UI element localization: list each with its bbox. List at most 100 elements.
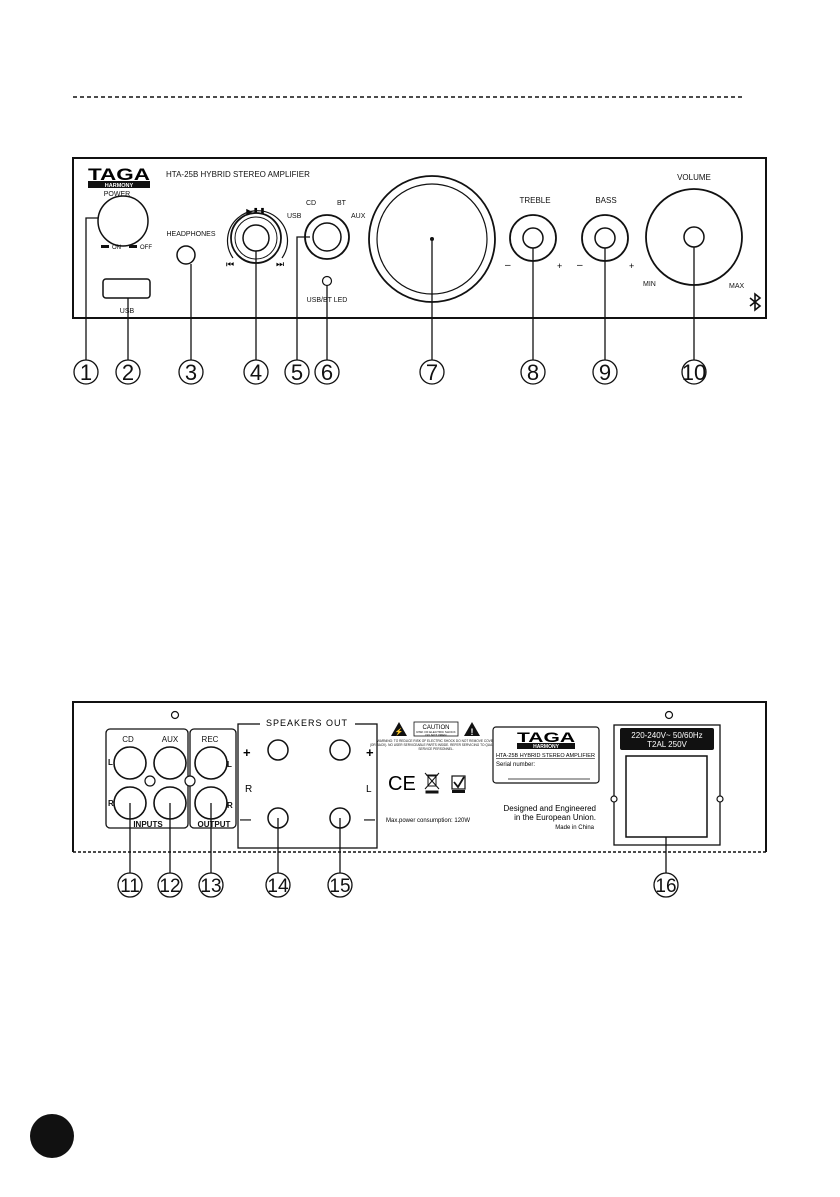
warning-text-1: WARNING: TO REDUCE RISK OF ELECTRIC SHOC… [377, 739, 496, 743]
power-on-label: ON [112, 245, 121, 251]
max-power-text: Max.power consumption: 120W [386, 818, 470, 824]
voltage-label-box [620, 728, 714, 750]
certification-marks: CE [388, 772, 466, 795]
warning-text-3: SERVICE PERSONNEL. [418, 747, 453, 751]
voltage-line-2: T2AL 250V [647, 740, 687, 749]
headphones-jack[interactable] [176, 245, 196, 265]
callout-12: 12 [159, 876, 180, 897]
front-logo: TAGA HARMONY [88, 165, 150, 189]
bass-plus: + [629, 261, 634, 271]
speaker-r-label: R [245, 784, 252, 795]
callout-5: 5 [291, 360, 303, 385]
caution-label: ⚡ ! CAUTION RISK OF ELECTRIC SHOCK DO NO… [370, 721, 503, 751]
callout-2: 2 [122, 360, 134, 385]
output-right-label: R [227, 801, 233, 810]
selector-bt-label: BT [337, 200, 347, 207]
warning-text-2: (OR BACK). NO USER SERVICEABLE PARTS INS… [370, 743, 503, 747]
treble-label: TREBLE [519, 196, 550, 205]
bass-minus: – [577, 260, 583, 271]
serial-label: Serial number: [496, 762, 535, 768]
caution-title: CAUTION [423, 725, 450, 731]
callout-8: 8 [527, 360, 539, 385]
speaker-l-plus: + [366, 745, 374, 760]
aux-label: AUX [162, 735, 179, 744]
ground-terminal[interactable] [144, 775, 156, 787]
front-panel: TAGA HARMONY HTA-25B HYBRID STEREO AMPLI… [72, 157, 767, 319]
callout-6: 6 [321, 360, 333, 385]
checkmark-certification-icon [451, 775, 466, 793]
voltage-line-1: 220-240V~ 50/60Hz [631, 731, 702, 740]
usb-port[interactable] [102, 278, 151, 299]
speaker-r-plus: + [243, 745, 251, 760]
rear-panel: CD AUX L R INPUTS REC L R OUTPUT SPEAKER… [72, 701, 767, 853]
speakers-out-group [237, 723, 378, 849]
rear-screw-right [664, 710, 674, 720]
output-left-label: L [227, 760, 232, 769]
callout-3: 3 [185, 360, 197, 385]
callout-13: 13 [200, 876, 221, 897]
svg-text:⚡: ⚡ [395, 727, 404, 736]
designed-line-2: in the European Union. [514, 813, 596, 822]
callout-15: 15 [329, 876, 350, 897]
inputs-right-label: R [108, 799, 114, 808]
svg-text:!: ! [471, 727, 474, 737]
speaker-l-plus-terminal[interactable] [329, 739, 351, 761]
designed-line-1: Designed and Engineered [503, 804, 596, 813]
cd-label: CD [122, 735, 134, 744]
front-logo-sub: HARMONY [105, 183, 134, 189]
caution-line1: RISK OF ELECTRIC SHOCK [416, 730, 455, 734]
plate-logo-sub: HARMONY [533, 744, 559, 750]
usb-bt-led [321, 275, 333, 287]
previous-icon: ⏮ [226, 259, 234, 269]
bass-label: BASS [595, 196, 616, 205]
rec-left-jack[interactable] [194, 746, 228, 780]
aux-left-jack[interactable] [153, 746, 187, 780]
treble-plus: + [557, 261, 562, 271]
bluetooth-icon [749, 292, 762, 312]
selector-usb-label: USB [287, 213, 302, 220]
power-off-label: OFF [140, 245, 152, 251]
callout-4: 4 [250, 360, 262, 385]
page-marker [30, 1114, 74, 1158]
selector-aux-label: AUX [351, 213, 366, 220]
speaker-l-label: L [366, 784, 372, 795]
callout-10: 10 [682, 360, 706, 385]
caution-line2: DO NOT OPEN [426, 733, 447, 737]
callout-9: 9 [599, 360, 611, 385]
treble-minus: – [505, 260, 511, 271]
volume-label: VOLUME [677, 173, 711, 182]
volume-max-label: MAX [729, 283, 745, 290]
plate-model: HTA-25B HYBRID STEREO AMPLIFIER [496, 753, 595, 759]
cd-left-jack[interactable] [113, 746, 147, 780]
front-model-title: HTA-25B HYBRID STEREO AMPLIFIER [166, 170, 310, 179]
power-inlet[interactable] [625, 755, 708, 838]
callout-16: 16 [655, 876, 676, 897]
rec-label: REC [202, 735, 219, 744]
play-pause-icon: ▶❚❚ [246, 207, 266, 216]
output-label: OUTPUT [198, 820, 231, 829]
plate-logo-brand: TAGA [517, 729, 575, 745]
front-callouts: 1 2 3 4 5 6 7 8 9 10 [73, 359, 707, 385]
front-logo-brand: TAGA [88, 165, 150, 184]
power-button[interactable] [97, 195, 149, 247]
serial-plate [492, 726, 600, 784]
speaker-r-minus: — [240, 814, 251, 826]
inputs-left-label: L [108, 758, 113, 767]
next-icon: ⏭ [276, 259, 284, 269]
weee-bin-icon [424, 772, 440, 794]
power-label: POWER [104, 191, 130, 198]
speaker-l-minus: — [364, 814, 375, 826]
front-leader-lines [85, 217, 695, 360]
usb-label: USB [120, 308, 135, 315]
rear-leader-lines [129, 803, 667, 873]
callout-11: 11 [120, 876, 140, 897]
made-in-text: Made in China [555, 825, 594, 831]
callout-1: 1 [80, 360, 92, 385]
speaker-r-plus-terminal[interactable] [267, 739, 289, 761]
headphones-label: HEADPHONES [166, 231, 215, 238]
callout-7: 7 [426, 360, 438, 385]
speakers-out-label: SPEAKERS OUT [266, 718, 348, 728]
callout-14: 14 [267, 876, 289, 897]
selector-cd-label: CD [306, 200, 316, 207]
